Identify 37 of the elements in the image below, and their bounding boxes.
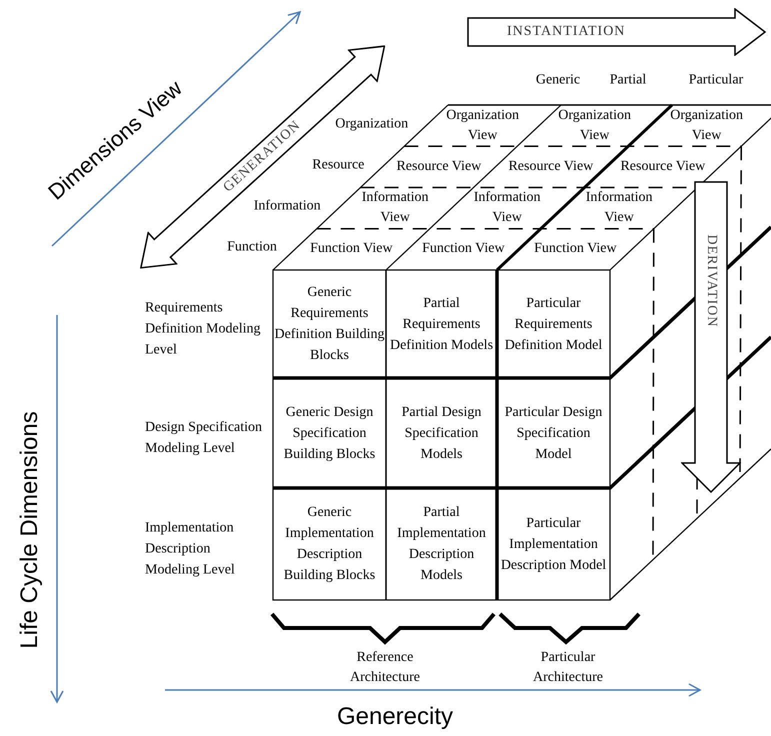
view-label: Function View xyxy=(309,240,394,258)
cell-label: Particular Design Specification Model xyxy=(498,380,609,486)
view-label: Organization View xyxy=(445,106,520,145)
axis-label: Generecity xyxy=(336,702,454,732)
block-arrow xyxy=(681,181,741,493)
level-label: Implementation Description Modeling Level xyxy=(145,520,236,580)
level-label: Design Specification Modeling Level xyxy=(145,419,264,458)
bracket-label: Particular Architecture xyxy=(532,649,604,687)
view-label: Organization View xyxy=(669,106,744,145)
column-label: Partial xyxy=(608,72,648,90)
view-label: Organization View xyxy=(557,106,632,145)
block-arrow xyxy=(467,8,767,56)
cell-label: Partial Implementation Description Models xyxy=(387,490,496,598)
arrow-label: DERIVATION xyxy=(703,234,720,328)
view-label: Resource View xyxy=(619,158,706,176)
view-label: Resource View xyxy=(507,158,594,176)
column-label: Generic xyxy=(534,72,582,90)
cell-label: Generic Implementation Description Building Blocks xyxy=(274,490,385,598)
view-label: Resource View xyxy=(395,158,482,176)
view-label: Information View xyxy=(360,189,430,228)
cell-label: Partial Design Specification Models xyxy=(387,380,496,486)
axis-label: Life Cycle Dimensions xyxy=(15,410,44,651)
view-label: Function View xyxy=(421,240,506,258)
column-label: Particular xyxy=(688,72,744,90)
view-label: Function View xyxy=(533,240,618,258)
cell-label: Particular Requirements Definition Model xyxy=(498,272,609,376)
arrow-label: INSTANTIATION xyxy=(507,23,626,41)
row-label: Function xyxy=(226,238,277,257)
view-label: Information View xyxy=(584,189,654,228)
cell-label: Partial Requirements Definition Models xyxy=(387,272,496,376)
level-label: Requirements Definition Modeling Level xyxy=(145,300,262,360)
cell-label: Generic Design Specification Building Blocks xyxy=(274,380,385,486)
view-label: Information View xyxy=(472,189,542,228)
row-label: Information xyxy=(252,198,321,216)
bracket-label: Reference Architecture xyxy=(349,649,421,687)
cell-label: Particular Implementation Description Model xyxy=(498,490,609,598)
cell-label: Generic Requirements Definition Building Blocks xyxy=(274,272,385,376)
